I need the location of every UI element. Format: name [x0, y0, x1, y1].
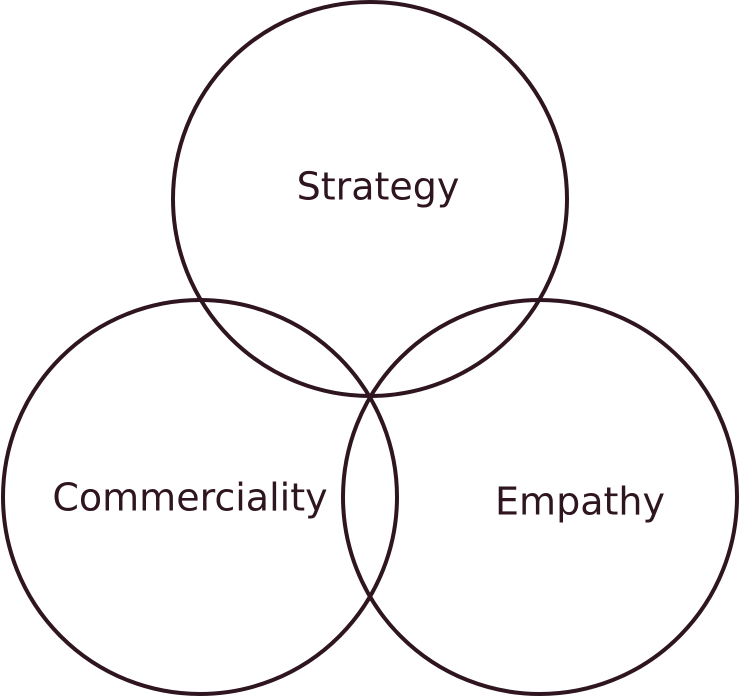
- empathy-circle: [341, 298, 739, 696]
- commerciality-circle: [1, 298, 399, 696]
- empathy-label: Empathy: [495, 480, 665, 524]
- strategy-label: Strategy: [297, 165, 460, 209]
- commerciality-label: Commerciality: [52, 476, 327, 520]
